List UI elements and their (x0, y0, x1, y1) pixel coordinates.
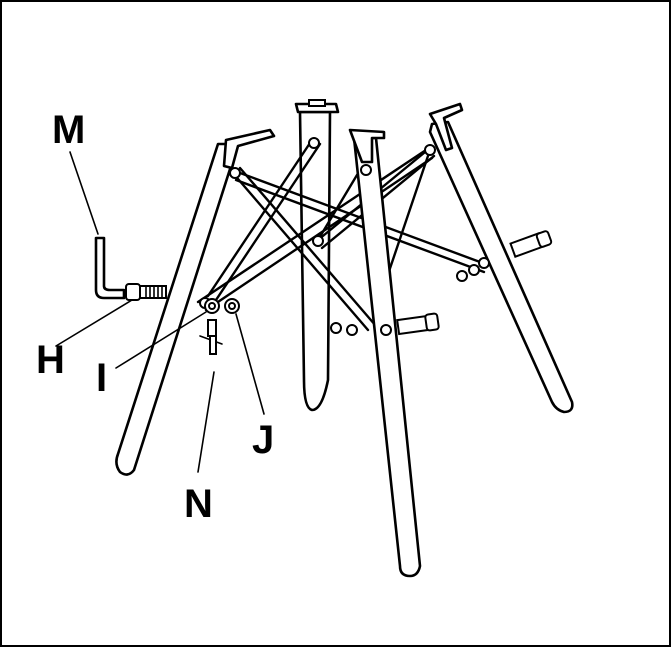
label-n: N (184, 482, 213, 526)
label-j: J (252, 418, 275, 462)
washer-i (204, 298, 220, 314)
leader-line-n (197, 371, 215, 473)
allen-key (94, 236, 126, 300)
rear-leg (294, 99, 340, 412)
pin-n (199, 319, 223, 355)
leader-line-m (69, 151, 99, 235)
front-leg (348, 128, 422, 578)
bolt-h (125, 283, 167, 301)
leader-line-i (115, 311, 207, 369)
leader-line-j (235, 313, 265, 415)
bolt-right (456, 230, 553, 282)
label-m: M (52, 108, 86, 152)
right-leg (428, 102, 574, 414)
bolt-front (330, 312, 440, 336)
nut-j (224, 298, 240, 314)
cross-brace-frame (196, 137, 486, 332)
label-i: I (96, 356, 108, 400)
label-h: H (36, 338, 65, 382)
leader-line-h (55, 299, 133, 347)
